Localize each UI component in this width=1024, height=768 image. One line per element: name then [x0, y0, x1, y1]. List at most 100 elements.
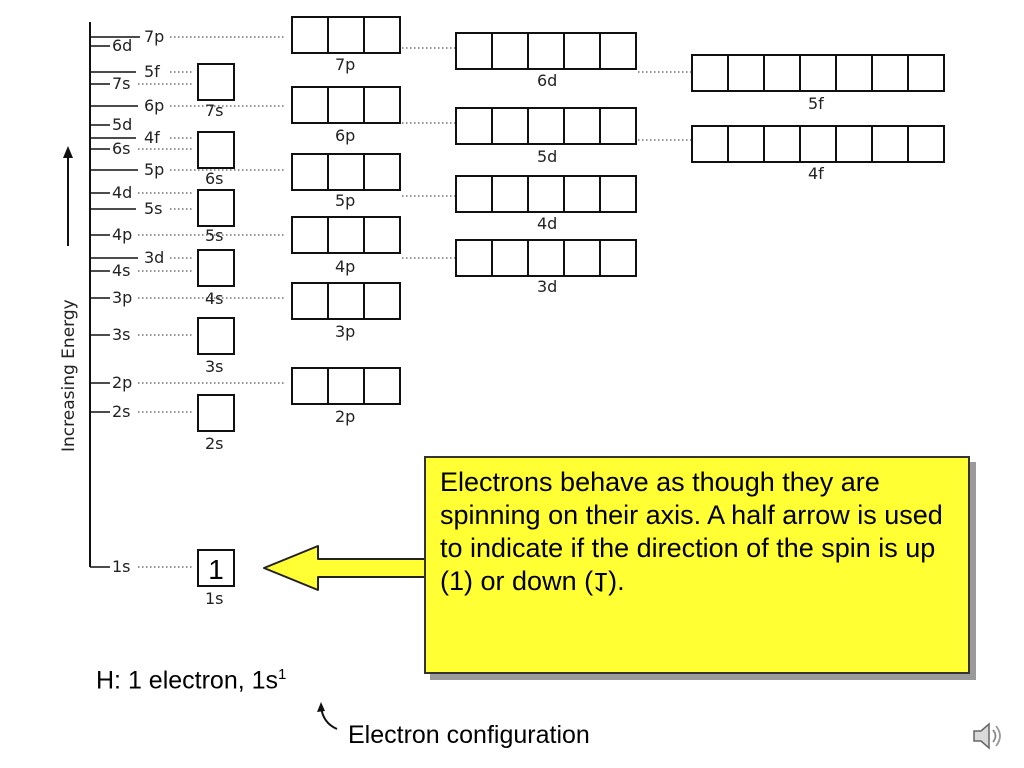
orbital-label: 6p — [335, 126, 355, 145]
orbital-5p: 5p — [291, 153, 401, 210]
orbital-box — [835, 54, 873, 92]
spin-down-symbol: 1 — [593, 567, 609, 597]
energy-axis-label: Increasing Energy — [59, 299, 79, 452]
level-label: 4d — [112, 183, 132, 202]
orbital-box — [563, 175, 601, 213]
spin-up-symbol: 1 — [449, 566, 465, 596]
level-label: 7p — [144, 27, 164, 46]
energy-level-5p: 5p — [90, 160, 286, 179]
orbital-box — [327, 153, 365, 191]
orbital-box — [835, 125, 873, 163]
orbital-box — [691, 54, 729, 92]
energy-level-7p: 7p — [90, 27, 286, 46]
orbital-box — [197, 317, 235, 355]
orbital-box — [197, 394, 235, 432]
energy-level-1s: 1s — [90, 557, 194, 576]
orbital-box — [563, 107, 601, 145]
orbital-6d: 6d — [455, 32, 637, 90]
orbital-box — [871, 125, 909, 163]
speaker-icon[interactable] — [970, 718, 1006, 754]
orbital-box — [197, 249, 235, 287]
callout-text-before: Electrons behave as though they are spin… — [440, 467, 943, 596]
orbital-box — [527, 175, 565, 213]
energy-level-3d: 3d — [90, 248, 194, 267]
callout-text-end: ). — [608, 566, 625, 596]
orbital-label: 4p — [335, 257, 355, 276]
orbital-box — [491, 107, 529, 145]
orbital-box — [197, 189, 235, 227]
energy-level-4d: 4d — [90, 183, 194, 202]
orbital-6p: 6p — [291, 86, 401, 145]
orbital-box — [491, 239, 529, 277]
energy-level-6s: 6s — [90, 139, 194, 158]
config-superscript: 1 — [278, 666, 287, 683]
energy-level-2s: 2s — [90, 402, 194, 421]
orbital-label: 3p — [335, 322, 355, 341]
orbital-box — [363, 216, 401, 254]
electron-spin-up: 1 — [208, 554, 224, 585]
orbital-box — [563, 239, 601, 277]
orbital-box — [799, 125, 837, 163]
orbital-5f: 5f — [691, 54, 945, 113]
orbital-box — [197, 131, 235, 169]
orbital-label: 1s — [205, 589, 224, 608]
orbital-box — [327, 282, 365, 320]
spin-callout: Electrons behave as though they are spin… — [424, 456, 970, 674]
orbital-5s: 5s — [197, 189, 235, 245]
level-label: 1s — [112, 557, 131, 576]
orbital-1s: 11s — [197, 549, 235, 608]
orbital-box — [599, 107, 637, 145]
orbital-box — [197, 63, 235, 101]
callout-text-middle: ) or down ( — [464, 566, 594, 596]
energy-level-6d: 6d — [90, 36, 132, 55]
orbital-box — [327, 216, 365, 254]
orbital-box — [363, 153, 401, 191]
energy-level-2p: 2p — [90, 373, 286, 392]
orbital-box — [455, 239, 493, 277]
level-label: 6p — [144, 96, 164, 115]
orbital-box — [327, 367, 365, 405]
orbital-5d: 5d — [455, 107, 637, 166]
orbital-label: 5d — [537, 147, 557, 166]
orbital-2p: 2p — [291, 367, 401, 426]
level-label: 5s — [144, 199, 163, 218]
orbital-4s: 4s — [197, 249, 235, 308]
orbital-label: 7p — [335, 55, 355, 74]
orbital-box — [727, 125, 765, 163]
orbital-label: 2p — [335, 407, 355, 426]
level-label: 3p — [112, 288, 132, 307]
orbital-box — [907, 125, 945, 163]
level-label: 2s — [112, 402, 131, 421]
config-caption: Electron configuration — [348, 721, 590, 749]
level-label: 7s — [112, 74, 131, 93]
config-prefix: H: 1 electron, 1s — [96, 666, 279, 695]
energy-level-4s: 4s — [90, 261, 194, 280]
energy-level-7s: 7s — [90, 74, 194, 93]
orbital-box — [763, 54, 801, 92]
orbital-label: 4d — [537, 214, 557, 233]
orbital-box — [455, 107, 493, 145]
energy-level-3p: 3p — [90, 288, 286, 307]
level-label: 6s — [112, 139, 131, 158]
orbital-box — [691, 125, 729, 163]
energy-level-4p: 4p — [90, 225, 286, 244]
orbital-label: 5s — [205, 226, 224, 245]
energy-level-3s: 3s — [90, 325, 194, 344]
orbital-3s: 3s — [197, 317, 235, 376]
orbital-box — [491, 175, 529, 213]
orbital-box — [599, 32, 637, 70]
orbital-box — [363, 367, 401, 405]
orbital-6s: 6s — [197, 131, 235, 188]
orbital-box — [871, 54, 909, 92]
orbital-label: 6s — [205, 169, 224, 188]
level-label: 3s — [112, 325, 131, 344]
orbital-box — [197, 549, 235, 587]
orbital-3d: 3d — [455, 239, 637, 296]
orbital-box — [327, 86, 365, 124]
energy-level-6p: 6p — [90, 96, 286, 115]
curved-arrow-head — [317, 702, 325, 712]
orbital-2s: 2s — [197, 394, 235, 453]
